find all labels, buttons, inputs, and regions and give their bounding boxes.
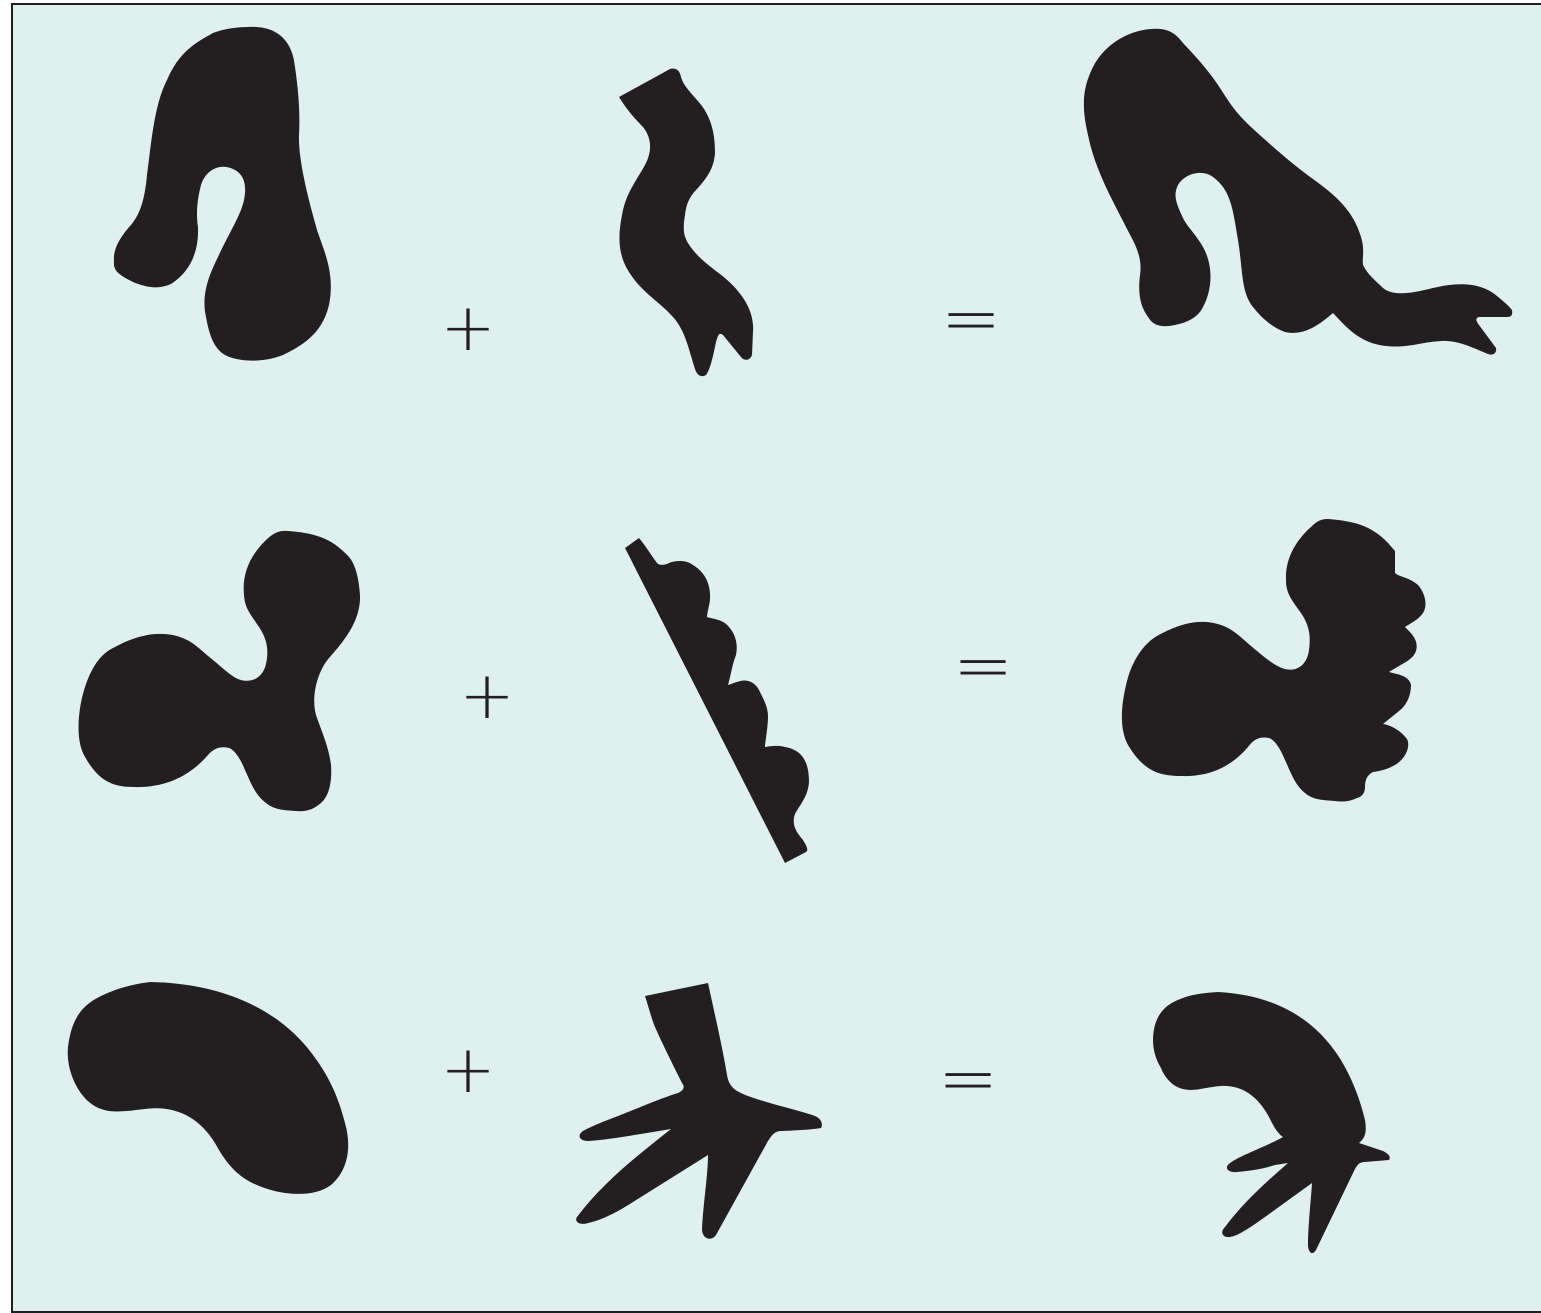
row-2-plus-sign: +: [459, 657, 514, 734]
row-1-plus-sign: +: [440, 289, 495, 366]
puzzle-panel: + = + = + =: [11, 3, 1541, 1313]
shape-equations-figure: + = + = + =: [13, 5, 1541, 1313]
row-2-equals-sign: =: [953, 623, 1013, 707]
row-1-equals-sign: =: [941, 276, 1001, 360]
row-3-plus-sign: +: [440, 1031, 495, 1108]
row-3-equals-sign: =: [938, 1036, 998, 1120]
